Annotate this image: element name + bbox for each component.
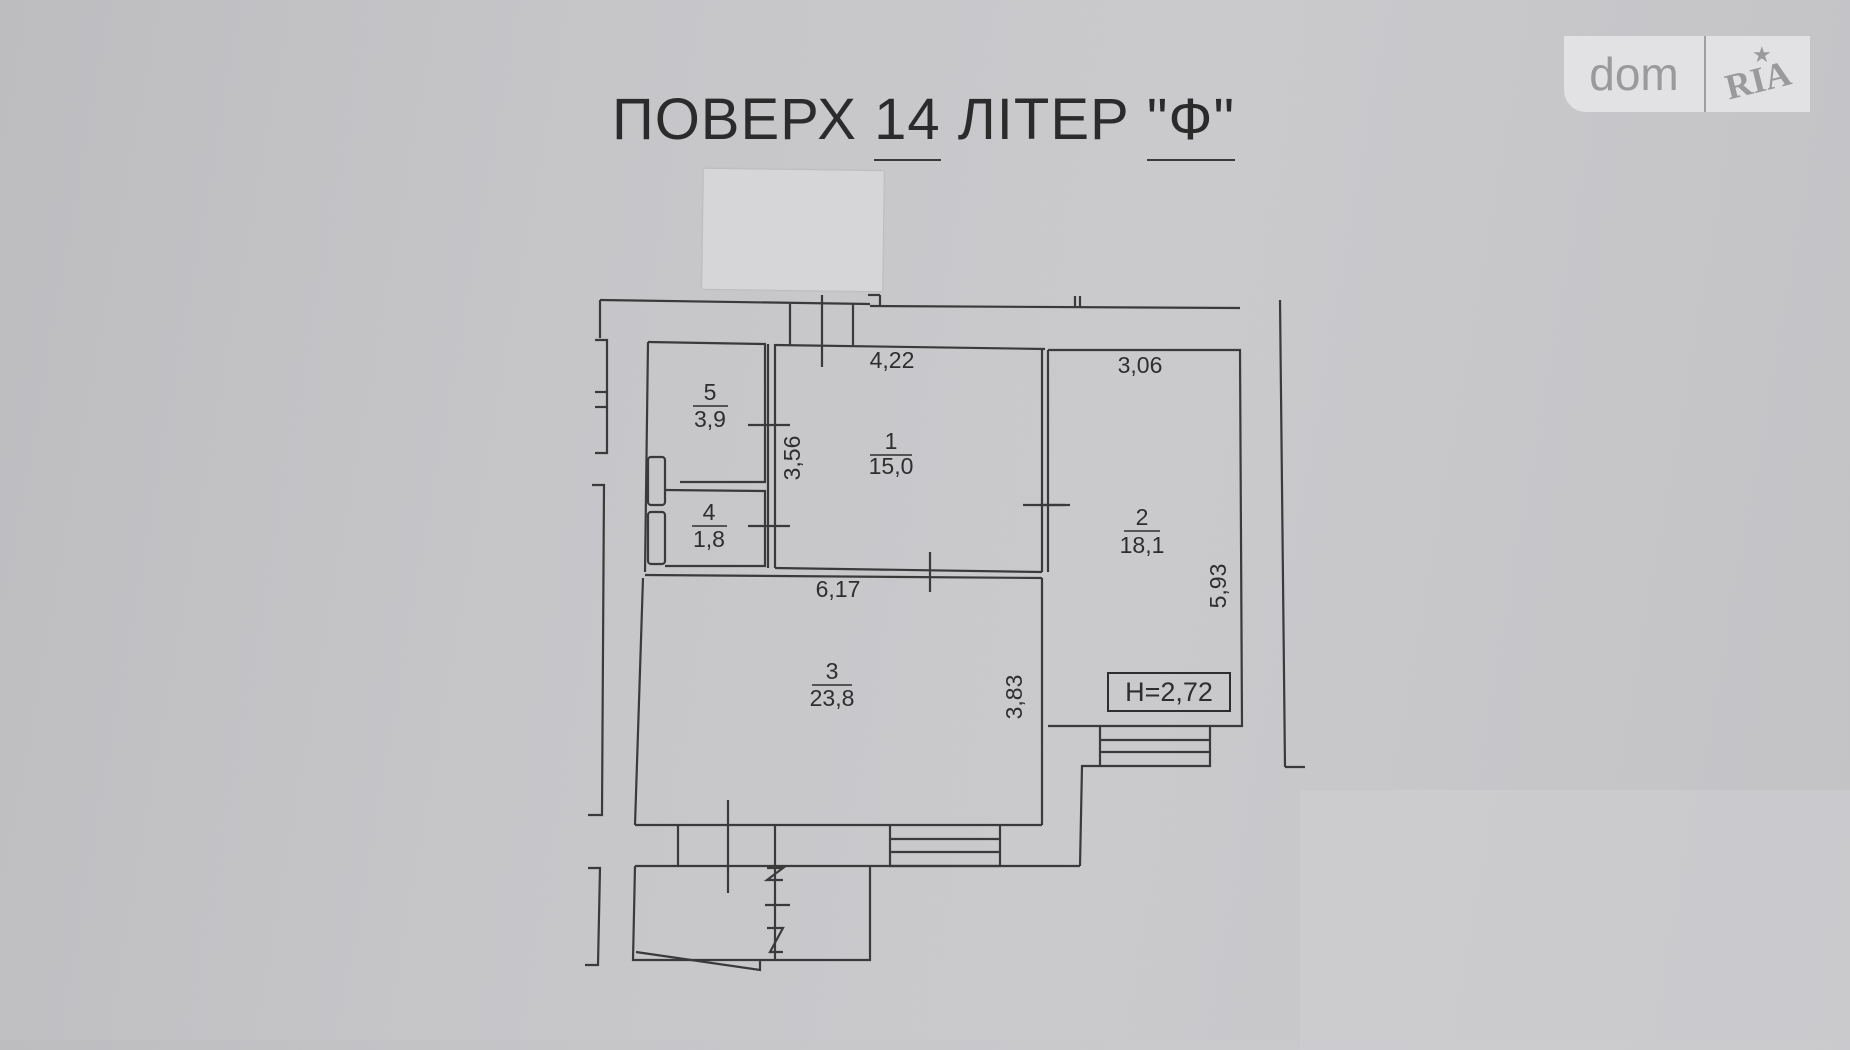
title-prefix: ПОВЕРХ bbox=[612, 87, 857, 152]
title-middle: ЛІТЕР bbox=[957, 87, 1130, 152]
room-label-4: 4 1,8 bbox=[692, 499, 727, 552]
partition-wall bbox=[766, 344, 777, 568]
svg-text:18,1: 18,1 bbox=[1120, 532, 1165, 558]
svg-text:15,0: 15,0 bbox=[869, 453, 914, 479]
dim-room3-width: 6,17 bbox=[816, 576, 861, 602]
dim-room2-width: 3,06 bbox=[1118, 352, 1163, 378]
dim-room1-width: 4,22 bbox=[870, 347, 915, 373]
dom-ria-logo[interactable]: dom ★ RIA bbox=[1564, 36, 1810, 112]
room-label-1: 1 15,0 bbox=[869, 428, 914, 479]
svg-text:4: 4 bbox=[703, 499, 716, 525]
room-4 bbox=[646, 455, 767, 568]
room-label-5: 5 3,9 bbox=[693, 379, 728, 432]
room-label-2: 2 18,1 bbox=[1120, 504, 1165, 558]
paper-highlight bbox=[1300, 790, 1850, 1050]
dim-room3-height: 3,83 bbox=[1001, 675, 1027, 720]
svg-text:2: 2 bbox=[1136, 504, 1149, 530]
balcony bbox=[631, 764, 1100, 972]
room-1 bbox=[644, 295, 1050, 580]
ceiling-height-box: H=2,72 bbox=[1107, 672, 1231, 712]
room-5 bbox=[643, 340, 767, 573]
outer-walls bbox=[585, 293, 1305, 967]
svg-text:1: 1 bbox=[885, 428, 898, 454]
logo-ria: ★ RIA bbox=[1706, 36, 1810, 112]
door-marks bbox=[748, 423, 1065, 528]
page-title: ПОВЕРХ 14 ЛІТЕР "Ф" bbox=[612, 86, 1236, 161]
dim-room2-height: 5,93 bbox=[1205, 564, 1231, 609]
room-3 bbox=[633, 552, 1044, 893]
logo-divider bbox=[1704, 36, 1706, 112]
svg-text:3,9: 3,9 bbox=[694, 406, 726, 432]
dim-room1-height: 3,56 bbox=[779, 436, 805, 481]
logo-dom-text: dom bbox=[1564, 36, 1704, 112]
title-floor-number: 14 bbox=[874, 86, 941, 161]
svg-text:1,8: 1,8 bbox=[693, 526, 725, 552]
svg-text:23,8: 23,8 bbox=[810, 685, 855, 711]
svg-text:3: 3 bbox=[826, 658, 839, 684]
svg-text:5: 5 bbox=[704, 379, 717, 405]
star-icon: ★ bbox=[1752, 42, 1772, 67]
title-letter: "Ф" bbox=[1146, 86, 1236, 161]
svg-text:H=2,72: H=2,72 bbox=[1125, 677, 1213, 707]
room-label-3: 3 23,8 bbox=[810, 658, 855, 711]
